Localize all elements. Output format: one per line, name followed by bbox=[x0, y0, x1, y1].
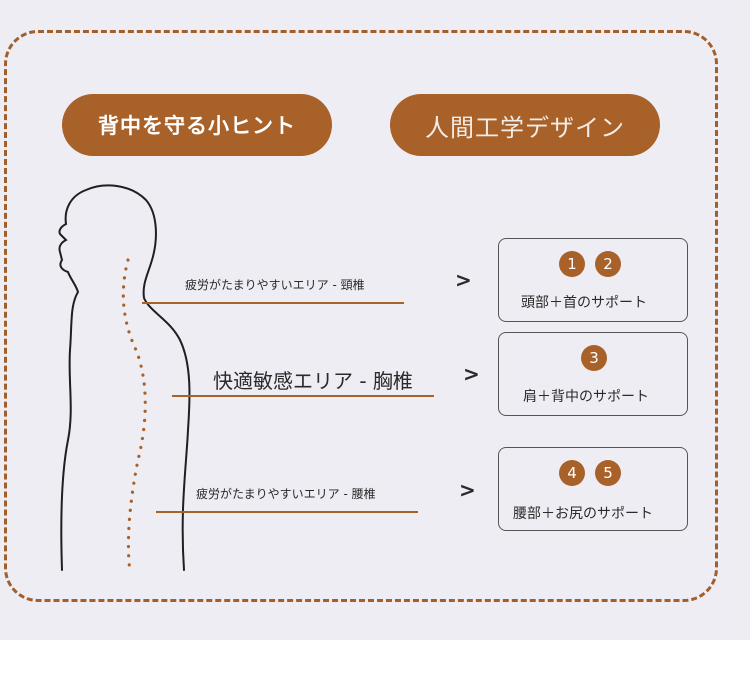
cervical-support-text: 頭部＋首のサポート bbox=[521, 295, 647, 311]
thoracic-support-text: 肩＋背中のサポート bbox=[523, 389, 649, 405]
thoracic-arrow: > bbox=[463, 362, 480, 386]
cervical-arrow: > bbox=[455, 268, 472, 292]
number-badge-2: 2 bbox=[595, 251, 621, 277]
ergonomic-design-label: 人間工学デザイン bbox=[425, 113, 625, 142]
infographic: 背中を守る小ヒント 人間工学デザイン 疲労がたまりやすいエリア - 頸椎 > 1… bbox=[0, 0, 750, 640]
lumbar-support-box: 4 5 腰部＋お尻のサポート bbox=[498, 447, 688, 531]
lumbar-pointer-line bbox=[156, 511, 418, 513]
thoracic-comfort-label: 快適敏感エリア - 胸椎 bbox=[213, 369, 413, 393]
number-badge-1: 1 bbox=[559, 251, 585, 277]
thoracic-support-box: 3 肩＋背中のサポート bbox=[498, 332, 688, 416]
thoracic-pointer-line bbox=[172, 395, 434, 397]
number-badge-3: 3 bbox=[581, 345, 607, 371]
back-tips-pill: 背中を守る小ヒント bbox=[62, 94, 332, 156]
cervical-fatigue-label: 疲労がたまりやすいエリア - 頸椎 bbox=[185, 278, 365, 292]
number-badge-4: 4 bbox=[559, 460, 585, 486]
human-silhouette-illustration bbox=[58, 184, 191, 574]
back-tips-label: 背中を守る小ヒント bbox=[98, 114, 296, 138]
ergonomic-design-pill: 人間工学デザイン bbox=[390, 94, 660, 156]
lumbar-support-text: 腰部＋お尻のサポート bbox=[513, 506, 653, 522]
number-badge-5: 5 bbox=[595, 460, 621, 486]
dashed-frame bbox=[4, 30, 718, 602]
lumbar-arrow: > bbox=[459, 478, 476, 502]
lumbar-fatigue-label: 疲労がたまりやすいエリア - 腰椎 bbox=[196, 487, 376, 501]
cervical-pointer-line bbox=[142, 302, 404, 304]
cervical-support-box: 1 2 頭部＋首のサポート bbox=[498, 238, 688, 322]
